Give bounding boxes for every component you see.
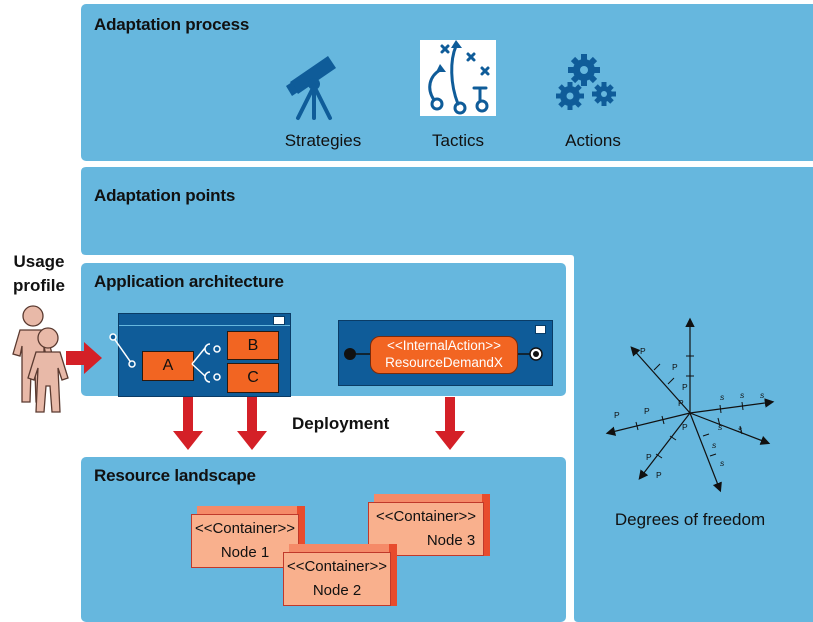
component-b: B (227, 331, 279, 360)
resource-landscape-title: Resource landscape (94, 466, 256, 485)
node-3: <<Container>> Node 3 (368, 494, 490, 556)
svg-text:s: s (760, 390, 765, 400)
svg-text:s: s (720, 458, 725, 468)
svg-text:s: s (712, 440, 717, 450)
node-1: <<Container>> Node 1 (191, 506, 313, 568)
component-icon (535, 325, 546, 334)
component-a: A (142, 351, 194, 381)
actions-label: Actions (565, 131, 621, 150)
svg-text:P: P (656, 470, 662, 480)
svg-text:P: P (644, 406, 650, 416)
users-icon (12, 305, 69, 413)
usage-arrow (66, 342, 102, 374)
playbook-icon (420, 40, 496, 116)
usage-profile-label: Usage profile (13, 252, 65, 295)
svg-text:P: P (678, 398, 684, 408)
axis-label-p13-top: P (640, 346, 646, 356)
component-c: C (227, 363, 279, 393)
svg-text:P: P (614, 410, 620, 420)
node-2: <<Container>> Node 2 (283, 544, 399, 606)
component-icon (273, 316, 285, 325)
svg-text:P: P (646, 452, 652, 462)
svg-text:P: P (672, 362, 678, 372)
tactics-label: Tactics (432, 131, 484, 150)
svg-text:s: s (718, 422, 723, 432)
adaptation-points-title: Adaptation points (94, 186, 236, 205)
internal-action: <<InternalAction>> ResourceDemandX (370, 336, 518, 374)
adaptation-process-title: Adaptation process (94, 15, 250, 34)
gears-icon (556, 54, 616, 110)
svg-text:s: s (720, 392, 725, 402)
strategies-label: Strategies (284, 131, 362, 150)
telescope-icon (286, 56, 336, 120)
svg-text:P: P (682, 422, 688, 432)
seff-flow (344, 347, 543, 361)
svg-text:s: s (738, 424, 743, 434)
component-connectors (109, 333, 221, 383)
deployment-label: Deployment (292, 414, 390, 433)
degrees-of-freedom-label: Degrees of freedom (614, 510, 766, 529)
svg-text:P: P (682, 382, 688, 392)
degrees-of-freedom-axes: P P P P P P P P P s s s s s s s (605, 317, 775, 493)
svg-text:s: s (740, 390, 745, 400)
application-architecture-title: Application architecture (94, 272, 284, 291)
